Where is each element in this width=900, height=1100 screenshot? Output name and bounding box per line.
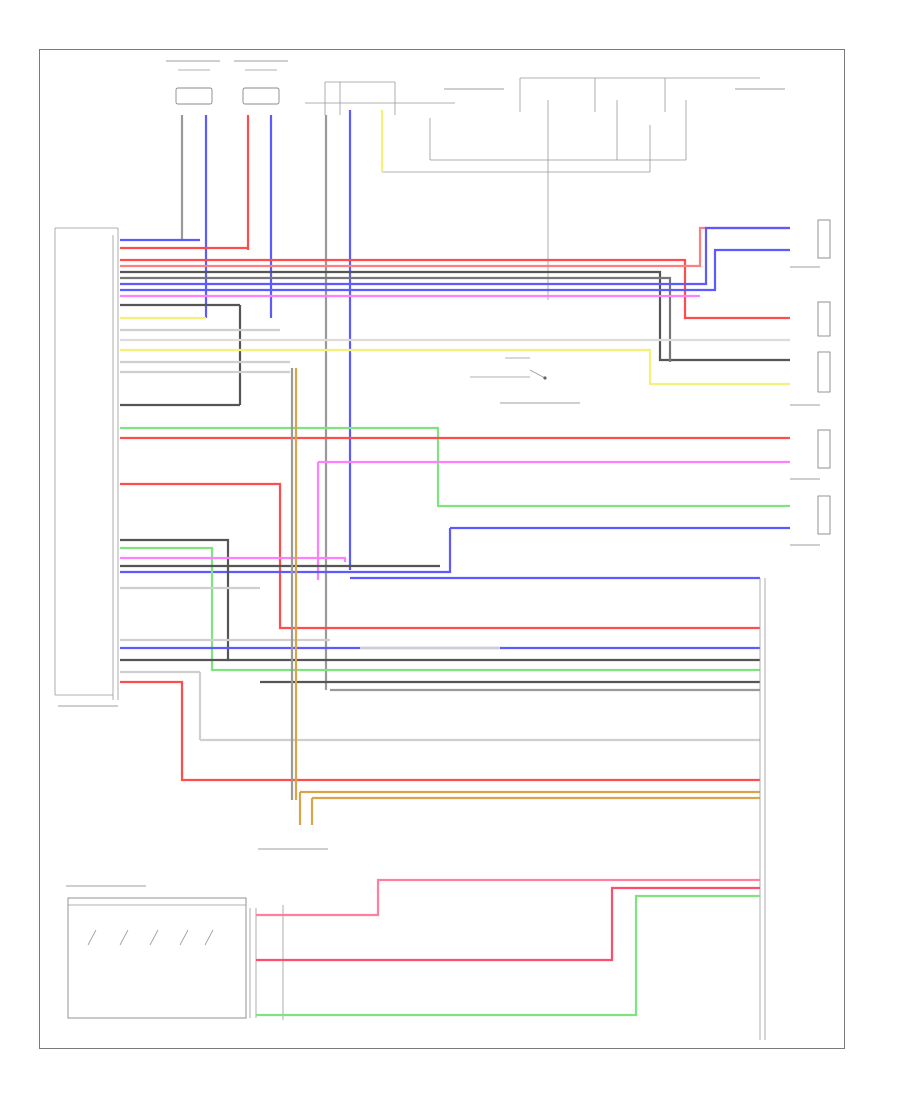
micro-labels (58, 60, 820, 887)
left-component-block (54, 227, 119, 700)
mid-band-wires (120, 368, 790, 825)
main-harness-bundle (120, 226, 790, 407)
top-left-speaker-connectors (175, 69, 280, 105)
right-tall-connector (759, 578, 766, 1040)
center-small-connector (470, 357, 547, 380)
top-junction-bar (305, 81, 455, 115)
right-connectors (817, 219, 831, 535)
diagram-frame (39, 49, 845, 1049)
bottom-wires (256, 878, 760, 1017)
top-right-switch-group (382, 77, 760, 300)
bottom-switch-block (67, 897, 284, 1020)
